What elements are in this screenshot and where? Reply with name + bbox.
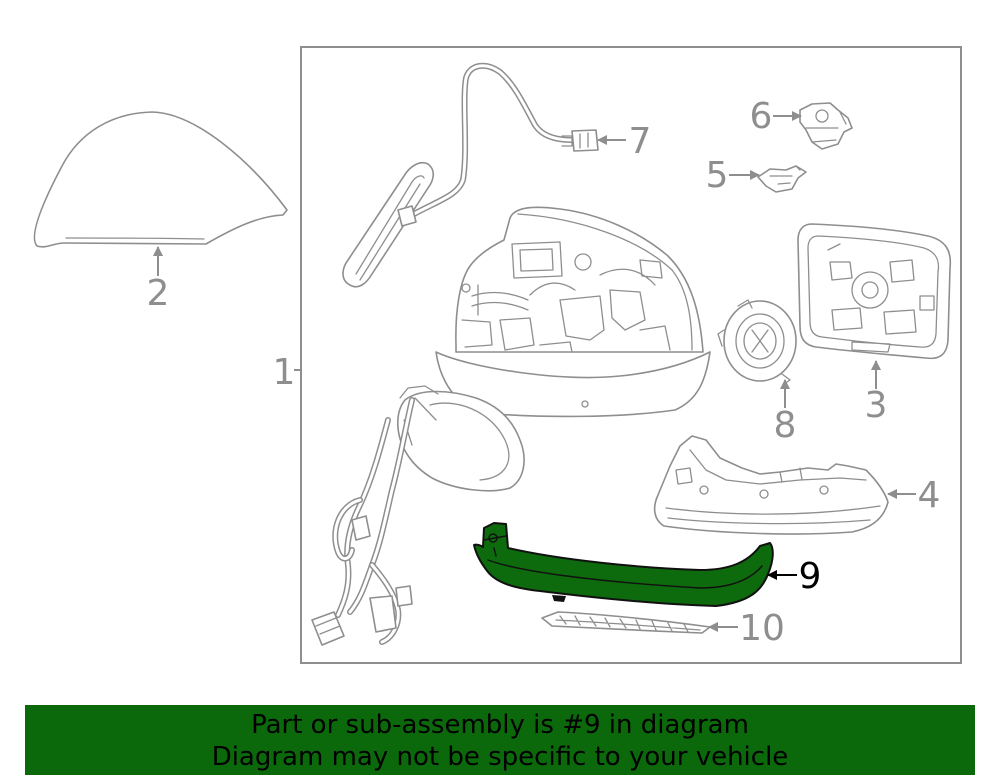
- part-9-tab: [552, 595, 566, 602]
- gasket-outline: [342, 161, 435, 288]
- wiring-harness: [311, 400, 413, 646]
- callout-9: 9: [767, 556, 822, 597]
- callout-5-label: 5: [706, 155, 729, 196]
- mirror-base-outline: [397, 390, 525, 492]
- harness-7-cable-outline: [414, 66, 572, 214]
- part-2-mirror-cover: [33, 111, 288, 248]
- mirror-base: [397, 385, 525, 492]
- part-7-harness: [342, 64, 599, 288]
- part-9-highlighted: [473, 522, 774, 607]
- mirror-cover-rim-line: [65, 237, 205, 240]
- strip-detail: [555, 615, 701, 633]
- callout-7-label: 7: [629, 121, 652, 162]
- part-9-outline: [473, 522, 774, 607]
- actuator-detail: [717, 299, 791, 385]
- callout-3: 3: [865, 360, 888, 426]
- part-3-mirror-glass: [797, 223, 952, 360]
- callout-5: 5: [706, 155, 760, 196]
- callout-2-label: 2: [147, 273, 170, 314]
- harness-clip: [351, 515, 371, 541]
- clip-outline: [757, 165, 807, 193]
- part-5-clip: [757, 165, 807, 193]
- gasket-connector: [397, 205, 417, 227]
- callout-3-label: 3: [865, 385, 888, 426]
- part-6-motor: [799, 102, 853, 150]
- parts-diagram: 1 2 3 4 5 6 7 8 9 10: [33, 46, 962, 664]
- mirror-glass-detail: [807, 235, 940, 353]
- callout-4: 4: [887, 475, 941, 516]
- part-8-actuator: [717, 299, 797, 385]
- callout-8: 8: [774, 379, 797, 446]
- callout-2: 2: [147, 246, 170, 314]
- callout-4-label: 4: [918, 475, 941, 516]
- harness-7-connector: [571, 129, 599, 152]
- callout-10-label: 10: [739, 608, 785, 649]
- callout-7: 7: [597, 121, 652, 162]
- turn-signal-outline: [653, 435, 889, 535]
- mirror-housing: [435, 206, 711, 418]
- harness-7-cable-core: [412, 64, 574, 216]
- housing-inner-lip: [517, 213, 693, 351]
- strip-outline: [541, 611, 711, 634]
- motor-outline: [799, 102, 853, 150]
- part-10-strip: [541, 611, 711, 634]
- diagram-frame: [300, 46, 962, 664]
- mirror-glass-outline: [797, 223, 952, 360]
- part-notice-banner: Part or sub-assembly is #9 in diagram Di…: [25, 705, 975, 775]
- banner-line-1: Part or sub-assembly is #9 in diagram: [251, 710, 749, 740]
- part-4-turn-signal: [653, 435, 889, 535]
- clip-detail: [769, 165, 801, 185]
- mirror-base-detail: [399, 385, 510, 481]
- callout-9-label: 9: [799, 556, 822, 597]
- harness-connector-left-detail: [315, 617, 341, 635]
- housing-skirt-screw: [581, 400, 589, 408]
- harness-connector-small: [395, 585, 413, 607]
- harness-connector-right: [369, 595, 397, 633]
- gasket-inner-line: [355, 175, 425, 281]
- callout-10: 10: [708, 608, 785, 649]
- callout-8-label: 8: [774, 405, 797, 446]
- mirror-cover-outline: [33, 111, 288, 248]
- harness-connector-left: [311, 611, 345, 646]
- banner-line-2: Diagram may not be specific to your vehi…: [211, 742, 789, 772]
- callout-1: 1: [273, 352, 301, 393]
- callout-6: 6: [750, 96, 802, 137]
- motor-detail: [805, 109, 847, 143]
- part-9-detail: [483, 533, 763, 589]
- turn-signal-detail: [665, 449, 881, 525]
- callout-6-label: 6: [750, 96, 773, 137]
- housing-mechanism-detail: [461, 241, 671, 353]
- harness-7-connector-detail: [561, 132, 589, 149]
- callout-1-label: 1: [273, 352, 296, 393]
